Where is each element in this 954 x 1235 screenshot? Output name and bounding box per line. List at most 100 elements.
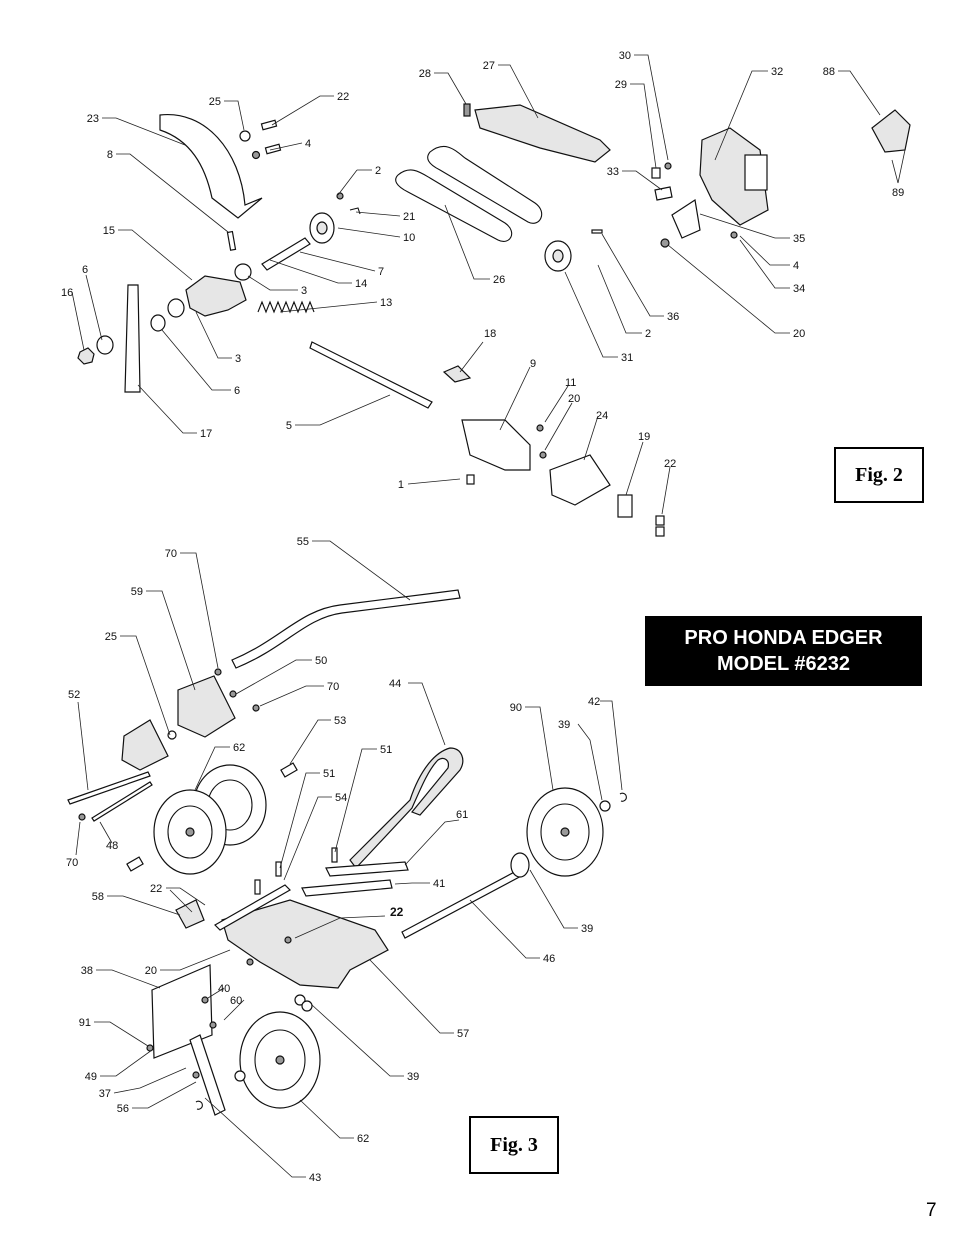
spacer [280,762,298,778]
engine-block [744,154,768,191]
washer [239,130,251,142]
callout-13: 13 [380,297,392,309]
callout-51b: 51 [380,744,392,756]
lower-wheel-hub [254,1029,306,1091]
fig2-labels: 1 2 2 3 3 4 4 5 6 6 7 8 9 10 11 13 14 15… [61,50,904,491]
callout-10: 10 [403,232,415,244]
deck-plate [221,899,389,989]
bolt [260,119,278,131]
fig3-leaders [75,540,623,1178]
callout-60: 60 [230,995,242,1007]
nut-f3 [214,668,222,676]
blade-washer-2 [96,335,114,355]
callout-16: 16 [61,287,73,299]
front-wheel-hub [540,803,590,861]
callout-51: 51 [323,768,335,780]
callout-70b: 70 [327,681,339,693]
bolt-small-3 [655,515,665,526]
fig3-label-box: Fig. 3 [469,1116,559,1174]
callout-14: 14 [355,278,367,290]
callout-1: 1 [398,479,404,491]
callout-20: 20 [568,393,580,405]
callout-31: 31 [621,352,633,364]
model-title-line1: PRO HONDA EDGER [684,627,883,649]
nut-small-2 [539,451,547,459]
cross-bar [214,884,291,931]
fig2-leaders [71,54,906,515]
callout-70: 70 [165,548,177,560]
callout-33: 33 [607,166,619,178]
side-bracket [175,899,205,929]
callout-41: 41 [433,878,445,890]
spring [257,300,315,314]
callout-91: 91 [79,1017,91,1029]
washer-f3-4 [301,1000,313,1012]
nut-small-5 [664,162,672,170]
callout-21: 21 [403,211,415,223]
callout-39-f3c: 39 [558,719,570,731]
washer-f3-5 [234,1070,246,1082]
callout-5: 5 [286,420,292,432]
callout-24: 24 [596,410,608,422]
nut-f3-10 [246,958,254,966]
callout-22b: 22 [664,458,676,470]
pin [226,230,237,251]
nut-small-4 [730,231,738,239]
e-clip-2 [195,1100,203,1110]
bolt-f3-2 [331,847,338,863]
callout-40: 40 [218,983,230,995]
drive-belt [427,145,543,224]
fig2-label: Fig. 2 [855,463,903,486]
callout-3: 3 [301,285,307,297]
nut-f3-8 [192,1071,200,1079]
callout-29: 29 [615,79,627,91]
model-title-line2: MODEL #6232 [716,653,851,675]
callout-42: 42 [588,696,600,708]
bearing-housing [185,275,247,317]
idler-arm [671,198,701,239]
blade-guard [159,114,263,219]
callout-20-f3: 20 [145,965,157,977]
callout-46: 46 [543,953,555,965]
handle-bar [231,589,461,669]
nut-small [536,424,544,432]
callout-2b: 2 [645,328,651,340]
axle-rod [91,781,153,822]
adjust-plate [549,454,611,506]
callout-2: 2 [375,165,381,177]
callout-4: 4 [305,138,311,150]
callout-48: 48 [106,840,118,852]
nut-f3-3 [252,704,260,712]
washer-f3-2 [599,800,611,812]
nut-f3-5 [201,996,209,1004]
callout-17: 17 [200,428,212,440]
callout-49: 49 [85,1071,97,1083]
callout-36: 36 [667,311,679,323]
nut-f3-4 [78,813,86,821]
callout-18: 18 [484,328,496,340]
callout-7: 7 [378,266,384,278]
callout-26: 26 [493,274,505,286]
fig3-parts [67,589,627,1116]
front-wheel-center [560,827,570,837]
small-plate [617,494,633,518]
washer-f3-3 [294,994,306,1006]
callout-35: 35 [793,233,805,245]
callout-19: 19 [638,431,650,443]
link-arm-2 [301,879,393,897]
page-number: 7 [926,1200,937,1221]
idler-pin [591,229,603,234]
rear-wheel-2-hub [167,805,213,859]
fig2-label-box: Fig. 2 [834,447,924,503]
callout-52: 52 [68,689,80,701]
callout-58: 58 [92,891,104,903]
callout-8: 8 [107,149,113,161]
link-arm [325,861,409,877]
callout-50: 50 [315,655,327,667]
idler-bracket [654,186,673,201]
callout-25-f3: 25 [105,631,117,643]
edger-blade [124,284,141,393]
bolt-f3-3 [254,879,261,895]
long-bolt [67,771,151,805]
e-clip [619,792,627,802]
